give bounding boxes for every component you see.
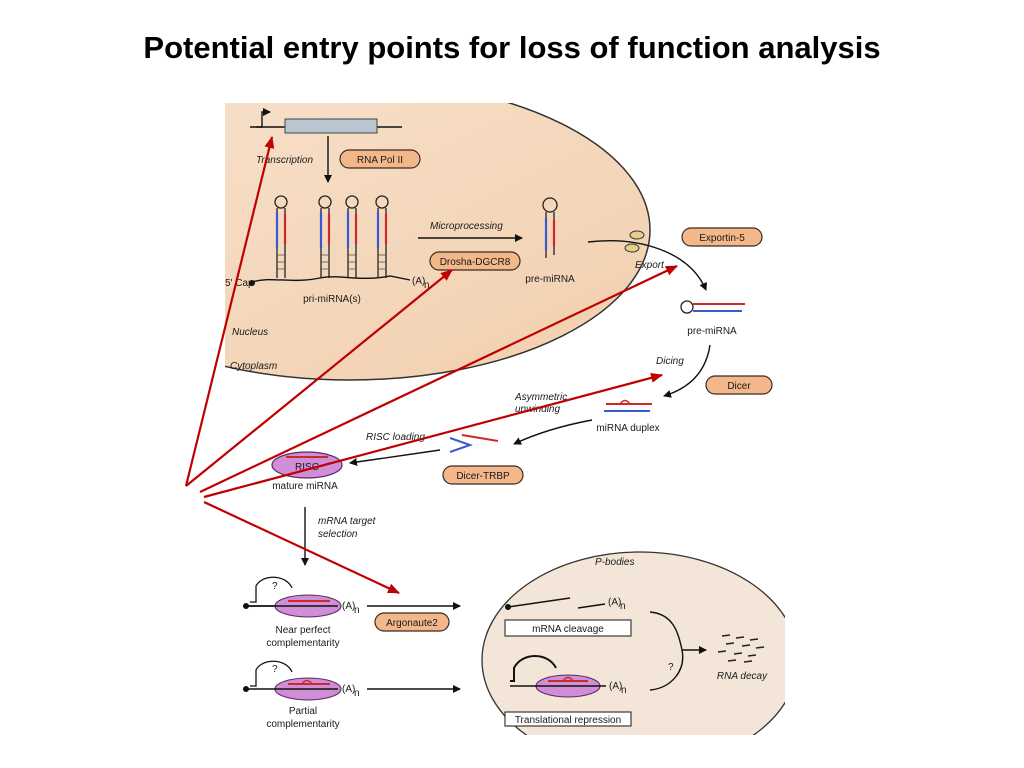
target-selection-label-1: mRNA target	[318, 516, 377, 527]
dicer-pill	[705, 375, 773, 395]
rna-fragments	[717, 634, 765, 663]
cleavage-polya-n: n	[620, 601, 626, 612]
polya-label: (A)	[412, 276, 425, 287]
dicer-trbp-pill	[442, 465, 524, 485]
transcription-label: Transcription	[256, 155, 313, 166]
partial-polya-label: (A)	[342, 684, 355, 695]
export-label: Export	[635, 260, 665, 271]
asymmetric-label: Asymmetric	[514, 392, 567, 403]
nucleus-label: Nucleus	[232, 327, 268, 338]
mature-mirna-label: mature miRNA	[272, 481, 338, 492]
pre-mirna-nuclear-label: pre-miRNA	[525, 274, 575, 285]
risc-complex	[271, 451, 343, 479]
exportin-5-label: Exportin-5	[699, 233, 745, 244]
repression-polya-label: (A)	[609, 681, 622, 692]
p-bodies-shape	[481, 551, 785, 735]
rna-pol-ii-label: RNA Pol II	[357, 155, 403, 166]
pre-mirna-nuclear-hairpin	[542, 197, 558, 258]
near-polya-label: (A)	[342, 601, 355, 612]
near-perfect-complex	[243, 576, 342, 618]
partial-q-label: ?	[272, 664, 278, 675]
decay-q-label: ?	[668, 662, 674, 673]
target-selection-label-2: selection	[318, 529, 358, 540]
entry-arrow-drosha	[185, 269, 453, 487]
translational-repression-box	[504, 711, 632, 727]
gene-box	[284, 118, 378, 134]
nuclear-pore	[624, 243, 640, 253]
dicer-trbp-label: Dicer-TRBP	[456, 471, 510, 482]
cap-label: 5' Cap	[225, 278, 254, 289]
translational-repression-label: Translational repression	[515, 715, 621, 726]
partial-label-1: Partial	[289, 706, 317, 717]
risc-loading-label: RISC loading	[366, 432, 425, 443]
pre-mirna-cytoplasm-hairpin	[680, 300, 745, 314]
mirna-duplex-label: miRNA duplex	[596, 423, 659, 434]
drosha-dgcr8-pill	[429, 251, 521, 271]
rna-pol-ii-pill	[339, 149, 421, 169]
repression-polya-n: n	[621, 685, 627, 696]
risc-loading-shape	[449, 434, 499, 453]
mrna-cleavage-box	[504, 619, 632, 637]
rna-decay-label: RNA decay	[717, 671, 768, 682]
dicing-label: Dicing	[656, 356, 684, 367]
argonaute2-pill	[374, 612, 450, 632]
near-polya-n: n	[354, 605, 360, 616]
pri-mirna-hairpins	[249, 195, 411, 286]
near-perfect-label-2: complementarity	[266, 638, 339, 649]
mirna-duplex-shape	[604, 399, 652, 412]
partial-polya-n: n	[354, 688, 360, 699]
entry-arrow-exportin	[199, 265, 678, 493]
exportin-5-pill	[681, 227, 763, 247]
pre-mirna-cytoplasm-label: pre-miRNA	[687, 326, 737, 337]
polya-n: n	[424, 280, 430, 291]
cleavage-polya-label: (A)	[608, 597, 621, 608]
drosha-dgcr8-label: Drosha-DGCR8	[440, 257, 511, 268]
microprocessing-label: Microprocessing	[430, 221, 503, 232]
near-q-label: ?	[272, 581, 278, 592]
argonaute2-label: Argonaute2	[386, 618, 438, 629]
risc-label: RISC	[295, 462, 319, 473]
entry-arrow-argonaute	[203, 501, 400, 594]
p-bodies-label: P-bodies	[595, 557, 634, 568]
dicer-label: Dicer	[727, 381, 751, 392]
nuclear-pore	[629, 230, 645, 240]
partial-complex	[243, 660, 342, 701]
near-perfect-label-1: Near perfect	[275, 625, 330, 636]
nucleus-shape	[225, 103, 651, 381]
pri-mirna-label: pri-miRNA(s)	[303, 294, 361, 305]
entry-arrow-transcription	[184, 136, 275, 487]
partial-label-2: complementarity	[266, 719, 339, 730]
entry-arrow-dicer	[203, 372, 663, 499]
mrna-cleavage-label: mRNA cleavage	[532, 624, 604, 635]
unwinding-label: unwinding	[515, 404, 560, 415]
slide-title: Potential entry points for loss of funct…	[143, 30, 881, 65]
cytoplasm-label: Cytoplasm	[230, 361, 277, 372]
entry-point-arrows	[184, 136, 678, 594]
repression-complex	[510, 655, 606, 698]
